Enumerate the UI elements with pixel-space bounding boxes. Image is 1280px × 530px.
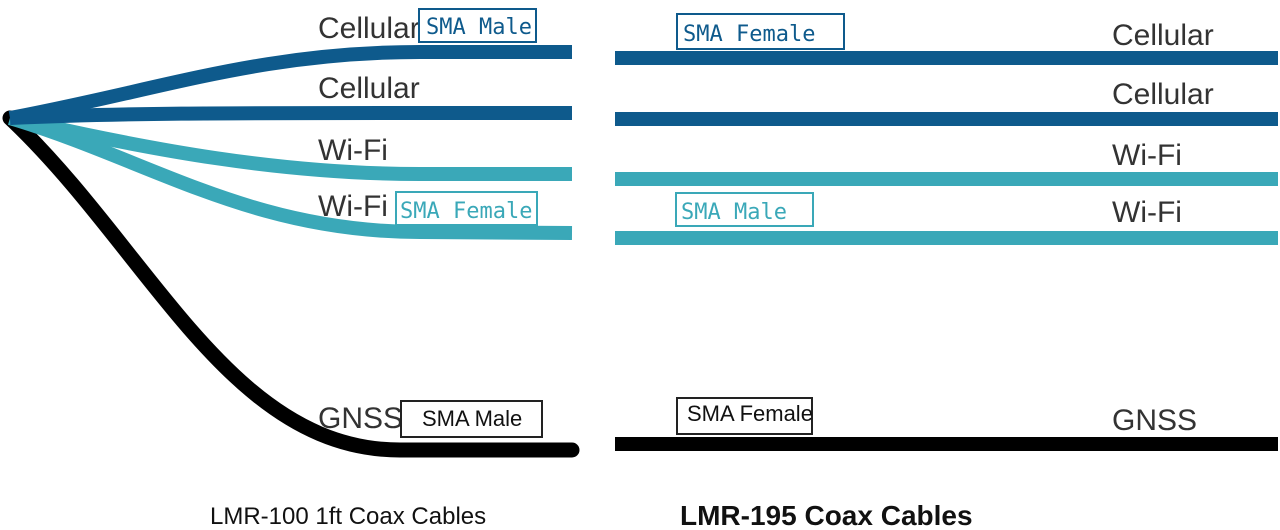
- left-connector-wifi-2-text: SMA Female: [400, 199, 532, 224]
- right-caption: LMR-195 Coax Cables: [680, 500, 973, 530]
- left-connector-cellular-1: SMA Male: [418, 8, 537, 43]
- left-cable-cellular-1: [8, 45, 572, 125]
- right-label-wifi-1: Wi-Fi: [1112, 139, 1182, 172]
- right-label-cellular-1: Cellular: [1112, 19, 1214, 52]
- right-connector-wifi-2-text: SMA Male: [681, 200, 787, 225]
- left-connector-cellular-1-text: SMA Male: [426, 15, 532, 40]
- left-cable-bundle: [2, 45, 580, 458]
- left-connector-gnss-text: SMA Male: [422, 406, 522, 431]
- left-cable-cellular-2: [9, 106, 572, 125]
- left-connector-gnss: SMA Male: [400, 400, 543, 438]
- right-connector-gnss-text: SMA Female: [687, 401, 813, 426]
- right-connector-cellular-1-text: SMA Female: [683, 22, 815, 47]
- right-label-gnss: GNSS: [1112, 404, 1197, 437]
- right-label-wifi-2: Wi-Fi: [1112, 196, 1182, 229]
- left-cable-wifi-1: [8, 111, 572, 181]
- left-label-wifi-2: Wi-Fi: [318, 190, 388, 223]
- left-caption: LMR-100 1ft Coax Cables: [210, 503, 486, 530]
- left-label-cellular-2: Cellular: [318, 72, 420, 105]
- left-connector-wifi-2: SMA Female: [395, 191, 538, 226]
- right-connector-cellular-1: SMA Female: [676, 13, 845, 50]
- right-cable-bundle: [615, 51, 1278, 451]
- left-label-wifi-1: Wi-Fi: [318, 134, 388, 167]
- right-connector-gnss: SMA Female: [676, 397, 813, 435]
- right-label-cellular-2: Cellular: [1112, 78, 1214, 111]
- left-cable-gnss: [2, 110, 580, 458]
- left-label-cellular-1: Cellular: [318, 12, 420, 45]
- right-connector-wifi-2: SMA Male: [675, 192, 814, 227]
- left-label-gnss: GNSS: [318, 402, 403, 435]
